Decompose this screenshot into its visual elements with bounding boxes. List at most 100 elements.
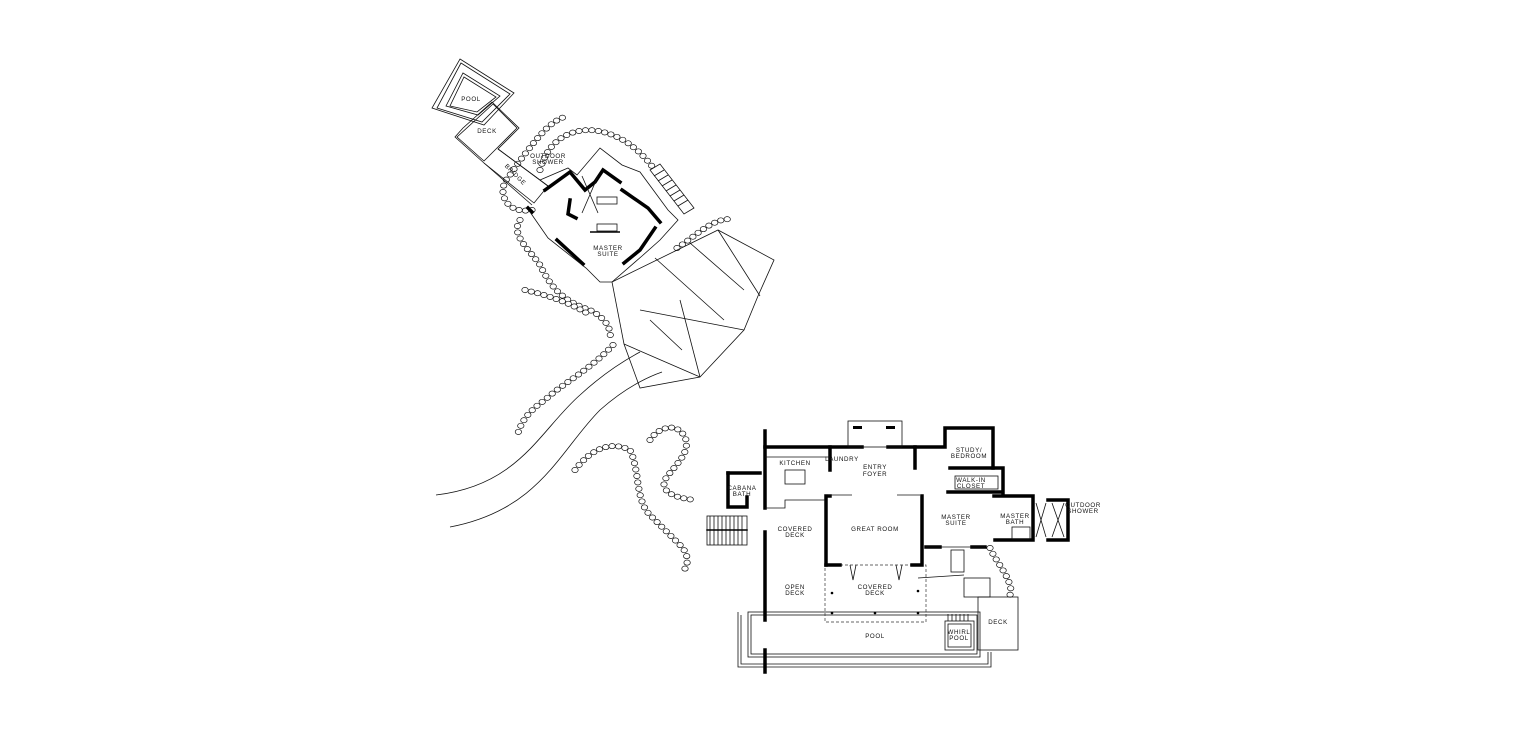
stepping-stone [694,229,702,236]
stepping-stone [1002,573,1010,580]
stepping-stone [569,375,577,382]
stepping-stone [655,428,663,434]
stepping-stone [580,367,588,374]
stepping-stone [519,241,528,247]
stepping-stone [635,485,643,492]
stepping-stone [504,200,512,207]
stepping-stone [661,425,669,432]
stepping-stone [499,189,507,195]
stepping-stone [538,130,546,137]
main-deck-label: DECK [988,619,1008,626]
stepping-stone [595,355,603,362]
stepping-stone [553,117,561,124]
pavilion-master-suite-label-2: SUITE [597,251,618,258]
stepping-stone [523,246,531,253]
stepping-stone [996,561,1004,568]
stepping-stone [517,155,526,162]
main-outline [765,420,1065,598]
driveway [435,351,663,528]
cabana-bath-label-1: CABANA [727,485,756,492]
stepping-stone [553,288,562,295]
stepping-stone [552,296,560,302]
stepping-stone [506,171,514,178]
stepping-stone [626,447,634,454]
stepping-stone [634,479,642,486]
stepping-stone [533,402,541,409]
pavilion-outline [529,147,679,283]
stepping-stone [545,278,553,285]
stepping-stone [705,222,713,229]
stepping-stone [711,219,719,226]
stepping-stone [1006,591,1014,598]
stepping-stone [667,532,675,539]
stepping-stone [594,128,602,134]
pavilion-stairs [649,163,695,215]
pavilion-deck-label: DECK [477,128,497,135]
stepping-stone [683,559,691,566]
stepping-stone [564,379,572,385]
cabana-bath-label-2: BATH [733,491,751,498]
stepping-stone [699,226,707,233]
stepping-stone [524,411,532,418]
stepping-stone [682,436,690,443]
stepping-stone [662,528,670,535]
stepping-stone [633,473,641,479]
stepping-stone [615,443,623,450]
stepping-stone [609,342,617,348]
stepping-stone [989,550,997,557]
pavilion-pool [431,58,515,126]
stepping-stone [558,114,566,121]
stepping-stone [629,144,637,151]
stepping-stone [650,432,658,438]
stepping-stone [679,430,687,437]
stepping-stone [532,256,540,263]
stepping-stone [660,481,668,488]
stepping-stone [646,437,654,443]
stepping-stone [639,152,647,159]
stepping-stone [671,537,680,544]
stepping-stone [676,542,684,549]
whirlpool-label-2: POOL [949,635,969,642]
stepping-stone [634,148,642,155]
stepping-stone [521,287,529,293]
stepping-stone [536,261,544,268]
stepping-stone [521,150,529,157]
stepping-stone [986,545,994,551]
stepping-stone [516,217,524,223]
stepping-stone [563,132,571,138]
stepping-stone [607,131,615,138]
stepping-stone [601,129,609,136]
stepping-stone [658,523,666,530]
outdoor-shower-label-1: OUTDOOR [1065,502,1101,509]
stepping-stone [648,162,656,169]
stepping-stone [517,422,525,429]
stepping-stone [536,167,544,173]
stepping-stone [540,292,548,298]
kitchen-label: KITCHEN [779,460,810,467]
stepping-stone [598,315,606,321]
pavilion-outdoor-shower-label-1: OUTDOOR [530,153,566,160]
stepping-stone [538,160,546,167]
entry-foyer-label-1: ENTRY [863,464,887,471]
stepping-stone [539,267,547,274]
stepping-stone [510,166,518,173]
stepping-stone [558,292,566,299]
stepping-stone [638,498,646,505]
open-deck-label-2: DECK [785,590,805,597]
stepping-stone [571,467,579,473]
master-bath-label-1: MASTER [1000,513,1029,520]
stepping-stone [546,293,554,300]
stepping-stone [629,453,637,460]
stepping-stone [602,444,610,451]
stepping-stone [632,466,640,473]
covered-deck-label-2: DECK [785,532,805,539]
stepping-stone [558,298,566,305]
stepping-stone [514,428,522,435]
stepping-stone [992,556,1000,563]
stepping-stone [723,216,731,223]
stepping-stone [999,567,1007,574]
stepping-stone [515,207,523,213]
stepping-stone [668,424,676,431]
stepping-stone [686,496,694,503]
bridge [483,148,549,206]
